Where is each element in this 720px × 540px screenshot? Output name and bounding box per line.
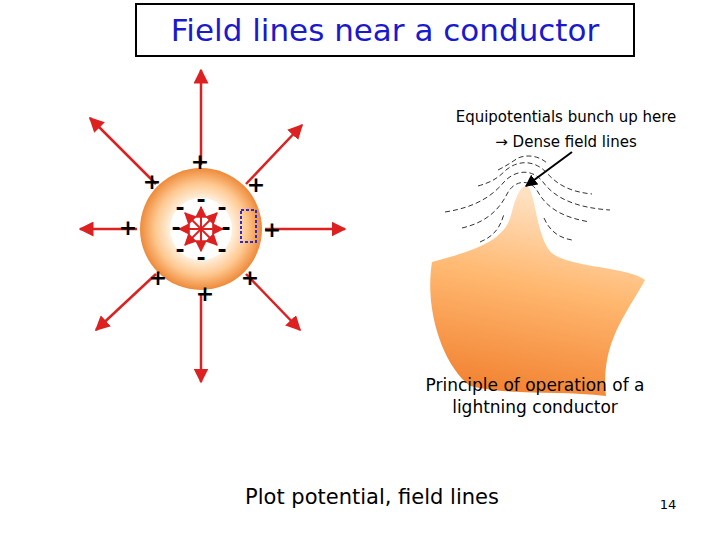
charge-sign: + [247, 171, 265, 200]
leader-arrow [526, 152, 572, 186]
charge-sign: + [241, 264, 259, 293]
gaussian-surface [241, 210, 256, 242]
cavity-field-lines [179, 207, 223, 251]
charge-sign: - [217, 236, 226, 265]
charge-sign: + [119, 214, 137, 243]
charge-sign: - [196, 244, 205, 273]
slide-title: Field lines near a conductor [171, 12, 599, 48]
annotation: → Dense field lines [495, 133, 636, 153]
equipotentials [445, 156, 610, 242]
note: Principle of operation of a lightning co… [420, 374, 650, 418]
charge-sign: - [196, 186, 205, 215]
outer-field-lines [80, 70, 345, 382]
charge-sign: + [143, 168, 161, 197]
charge-sign: + [263, 216, 281, 245]
lightning-conductor [430, 186, 645, 396]
charge-sign: + [191, 148, 209, 177]
charge-sign: + [196, 280, 214, 309]
caption: Plot potential, field lines [245, 485, 499, 509]
charge-sign: - [175, 236, 184, 265]
title-box: Field lines near a conductor [135, 3, 635, 57]
annotation: Equipotentials bunch up here [456, 108, 677, 128]
page-number: 14 [660, 497, 677, 514]
charge-sign: + [149, 264, 167, 293]
